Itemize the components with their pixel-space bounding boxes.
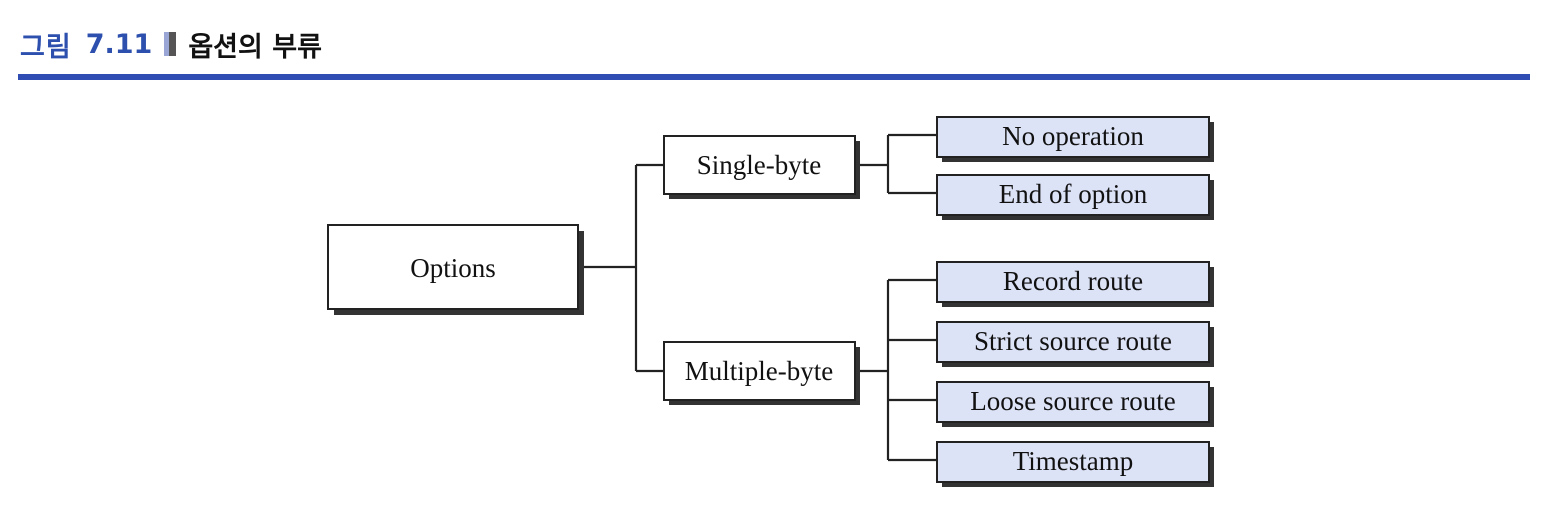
leaf-node-label: Record route [1003, 266, 1143, 296]
leaf-node-strict-source-route: Strict source route [936, 321, 1214, 367]
caption-marker-icon [164, 32, 177, 56]
leaf-node-box [936, 116, 1210, 158]
figure-number: 7.11 [85, 28, 153, 60]
leaf-node-no-operation: No operation [936, 116, 1214, 162]
tree-connectors [578, 133, 937, 462]
leaf-node-box [936, 174, 1210, 216]
group-node-box [663, 341, 856, 401]
leaf-node-label: Strict source route [974, 326, 1172, 356]
leaf-node-timestamp: Timestamp [936, 441, 1214, 487]
group-node-label: Single-byte [697, 150, 821, 180]
figure-title: 옵션의 부류 [188, 31, 322, 63]
group-node-single-byte: Single-byte [663, 135, 860, 199]
caption-rule [18, 74, 1530, 80]
leaf-node-box [936, 441, 1210, 483]
root-node-box [327, 224, 579, 310]
group-node-multiple-byte: Multiple-byte [663, 341, 860, 405]
leaf-node-label: End of option [999, 179, 1148, 209]
leaf-node-box [936, 381, 1210, 423]
leaf-node-record-route: Record route [936, 261, 1214, 307]
group-node-label: Multiple-byte [685, 356, 833, 386]
root-node: Options [327, 224, 584, 315]
root-node-label: Options [410, 253, 496, 283]
figure-label: 그림 [20, 31, 72, 63]
leaf-node-label: Loose source route [970, 386, 1175, 416]
figure-caption: 그림 7.11 옵션의 부류 [20, 24, 322, 64]
leaf-node-end-of-option: End of option [936, 174, 1214, 220]
leaf-node-label: No operation [1002, 121, 1144, 151]
leaf-node-label: Timestamp [1013, 446, 1134, 476]
group-node-box [663, 135, 856, 195]
leaf-node-box [936, 321, 1210, 363]
leaf-node-box [936, 261, 1210, 303]
leaf-node-loose-source-route: Loose source route [936, 381, 1214, 427]
